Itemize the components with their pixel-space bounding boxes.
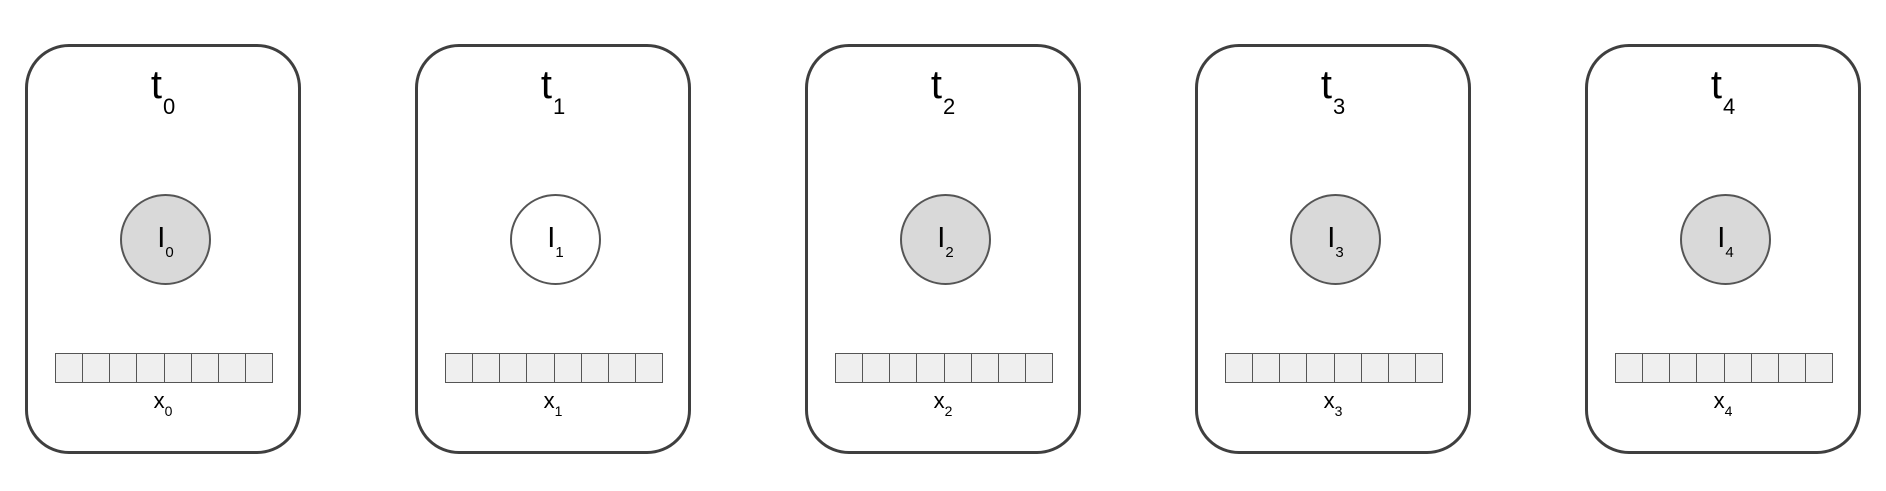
vector-cell bbox=[999, 354, 1026, 382]
vector-cell bbox=[527, 354, 555, 382]
timestep-symbol: t bbox=[150, 63, 162, 107]
vector-cell bbox=[192, 354, 219, 382]
node-index: 2 bbox=[945, 244, 954, 261]
node-index: 4 bbox=[1725, 244, 1734, 261]
node-symbol: I bbox=[937, 222, 946, 254]
vector-cell bbox=[890, 354, 918, 382]
timestep-index: 3 bbox=[1332, 94, 1346, 119]
vector-cell bbox=[636, 354, 662, 382]
vector-cell bbox=[1616, 354, 1644, 382]
timestep-symbol: t bbox=[1320, 63, 1332, 107]
vector-cell bbox=[1226, 354, 1254, 382]
vector-symbol: x bbox=[543, 388, 555, 413]
node-symbol: I bbox=[547, 222, 556, 254]
timestep-symbol: t bbox=[540, 63, 552, 107]
vector-cell bbox=[1253, 354, 1281, 382]
vector-cell bbox=[582, 354, 609, 382]
vector-cell bbox=[972, 354, 999, 382]
feature-vector bbox=[55, 353, 273, 383]
vector-cell bbox=[1416, 354, 1442, 382]
input-node: I2 bbox=[900, 194, 991, 285]
vector-cell bbox=[1280, 354, 1308, 382]
vector-index: 0 bbox=[164, 403, 173, 419]
vector-cell bbox=[1643, 354, 1671, 382]
vector-cell bbox=[1697, 354, 1725, 382]
vector-label: x1 bbox=[418, 387, 688, 419]
vector-cell bbox=[1806, 354, 1832, 382]
vector-cell bbox=[1752, 354, 1779, 382]
timestep-index: 1 bbox=[552, 94, 566, 119]
feature-vector bbox=[835, 353, 1053, 383]
node-symbol: I bbox=[157, 222, 166, 254]
timestep-index: 2 bbox=[942, 94, 956, 119]
timestep-index: 0 bbox=[162, 94, 176, 119]
timestep-panel-4: t4 I4 x4 bbox=[1585, 44, 1861, 454]
vector-cell bbox=[1026, 354, 1052, 382]
vector-cell bbox=[609, 354, 636, 382]
timestep-title: t1 bbox=[418, 63, 688, 119]
vector-cell bbox=[165, 354, 192, 382]
vector-cell bbox=[945, 354, 972, 382]
vector-index: 4 bbox=[1724, 403, 1733, 419]
vector-cell bbox=[1725, 354, 1752, 382]
node-symbol: I bbox=[1327, 222, 1336, 254]
input-node: I0 bbox=[120, 194, 211, 285]
vector-cell bbox=[1670, 354, 1698, 382]
timestep-symbol: t bbox=[930, 63, 942, 107]
vector-cell bbox=[917, 354, 945, 382]
vector-symbol: x bbox=[1323, 388, 1335, 413]
vector-index: 3 bbox=[1334, 403, 1343, 419]
vector-index: 2 bbox=[944, 403, 953, 419]
vector-cell bbox=[137, 354, 165, 382]
timestep-panel-2: t2 I2 x2 bbox=[805, 44, 1081, 454]
timestep-index: 4 bbox=[1722, 94, 1736, 119]
node-index: 3 bbox=[1335, 244, 1344, 261]
node-index: 0 bbox=[165, 244, 174, 261]
timestep-panel-1: t1 I1 x1 bbox=[415, 44, 691, 454]
vector-cell bbox=[863, 354, 891, 382]
vector-symbol: x bbox=[1713, 388, 1725, 413]
vector-index: 1 bbox=[554, 403, 563, 419]
vector-label: x4 bbox=[1588, 387, 1858, 419]
vector-label: x2 bbox=[808, 387, 1078, 419]
vector-cell bbox=[1335, 354, 1362, 382]
feature-vector bbox=[1225, 353, 1443, 383]
input-node: I4 bbox=[1680, 194, 1771, 285]
vector-symbol: x bbox=[153, 388, 165, 413]
input-node: I1 bbox=[510, 194, 601, 285]
vector-symbol: x bbox=[933, 388, 945, 413]
vector-label: x3 bbox=[1198, 387, 1468, 419]
vector-cell bbox=[110, 354, 138, 382]
vector-cell bbox=[555, 354, 582, 382]
vector-cell bbox=[1307, 354, 1335, 382]
input-node: I3 bbox=[1290, 194, 1381, 285]
timestep-title: t2 bbox=[808, 63, 1078, 119]
timestep-panel-0: t0 I0 x0 bbox=[25, 44, 301, 454]
vector-cell bbox=[56, 354, 84, 382]
vector-cell bbox=[83, 354, 111, 382]
timestep-symbol: t bbox=[1710, 63, 1722, 107]
feature-vector bbox=[1615, 353, 1833, 383]
timestep-title: t4 bbox=[1588, 63, 1858, 119]
vector-cell bbox=[836, 354, 864, 382]
vector-cell bbox=[1362, 354, 1389, 382]
timestep-panel-3: t3 I3 x3 bbox=[1195, 44, 1471, 454]
node-symbol: I bbox=[1717, 222, 1726, 254]
vector-cell bbox=[246, 354, 272, 382]
vector-cell bbox=[219, 354, 246, 382]
feature-vector bbox=[445, 353, 663, 383]
timestep-title: t3 bbox=[1198, 63, 1468, 119]
vector-cell bbox=[473, 354, 501, 382]
vector-cell bbox=[1779, 354, 1806, 382]
vector-cell bbox=[1389, 354, 1416, 382]
vector-cell bbox=[500, 354, 528, 382]
vector-label: x0 bbox=[28, 387, 298, 419]
timestep-title: t0 bbox=[28, 63, 298, 119]
node-index: 1 bbox=[555, 244, 564, 261]
vector-cell bbox=[446, 354, 474, 382]
